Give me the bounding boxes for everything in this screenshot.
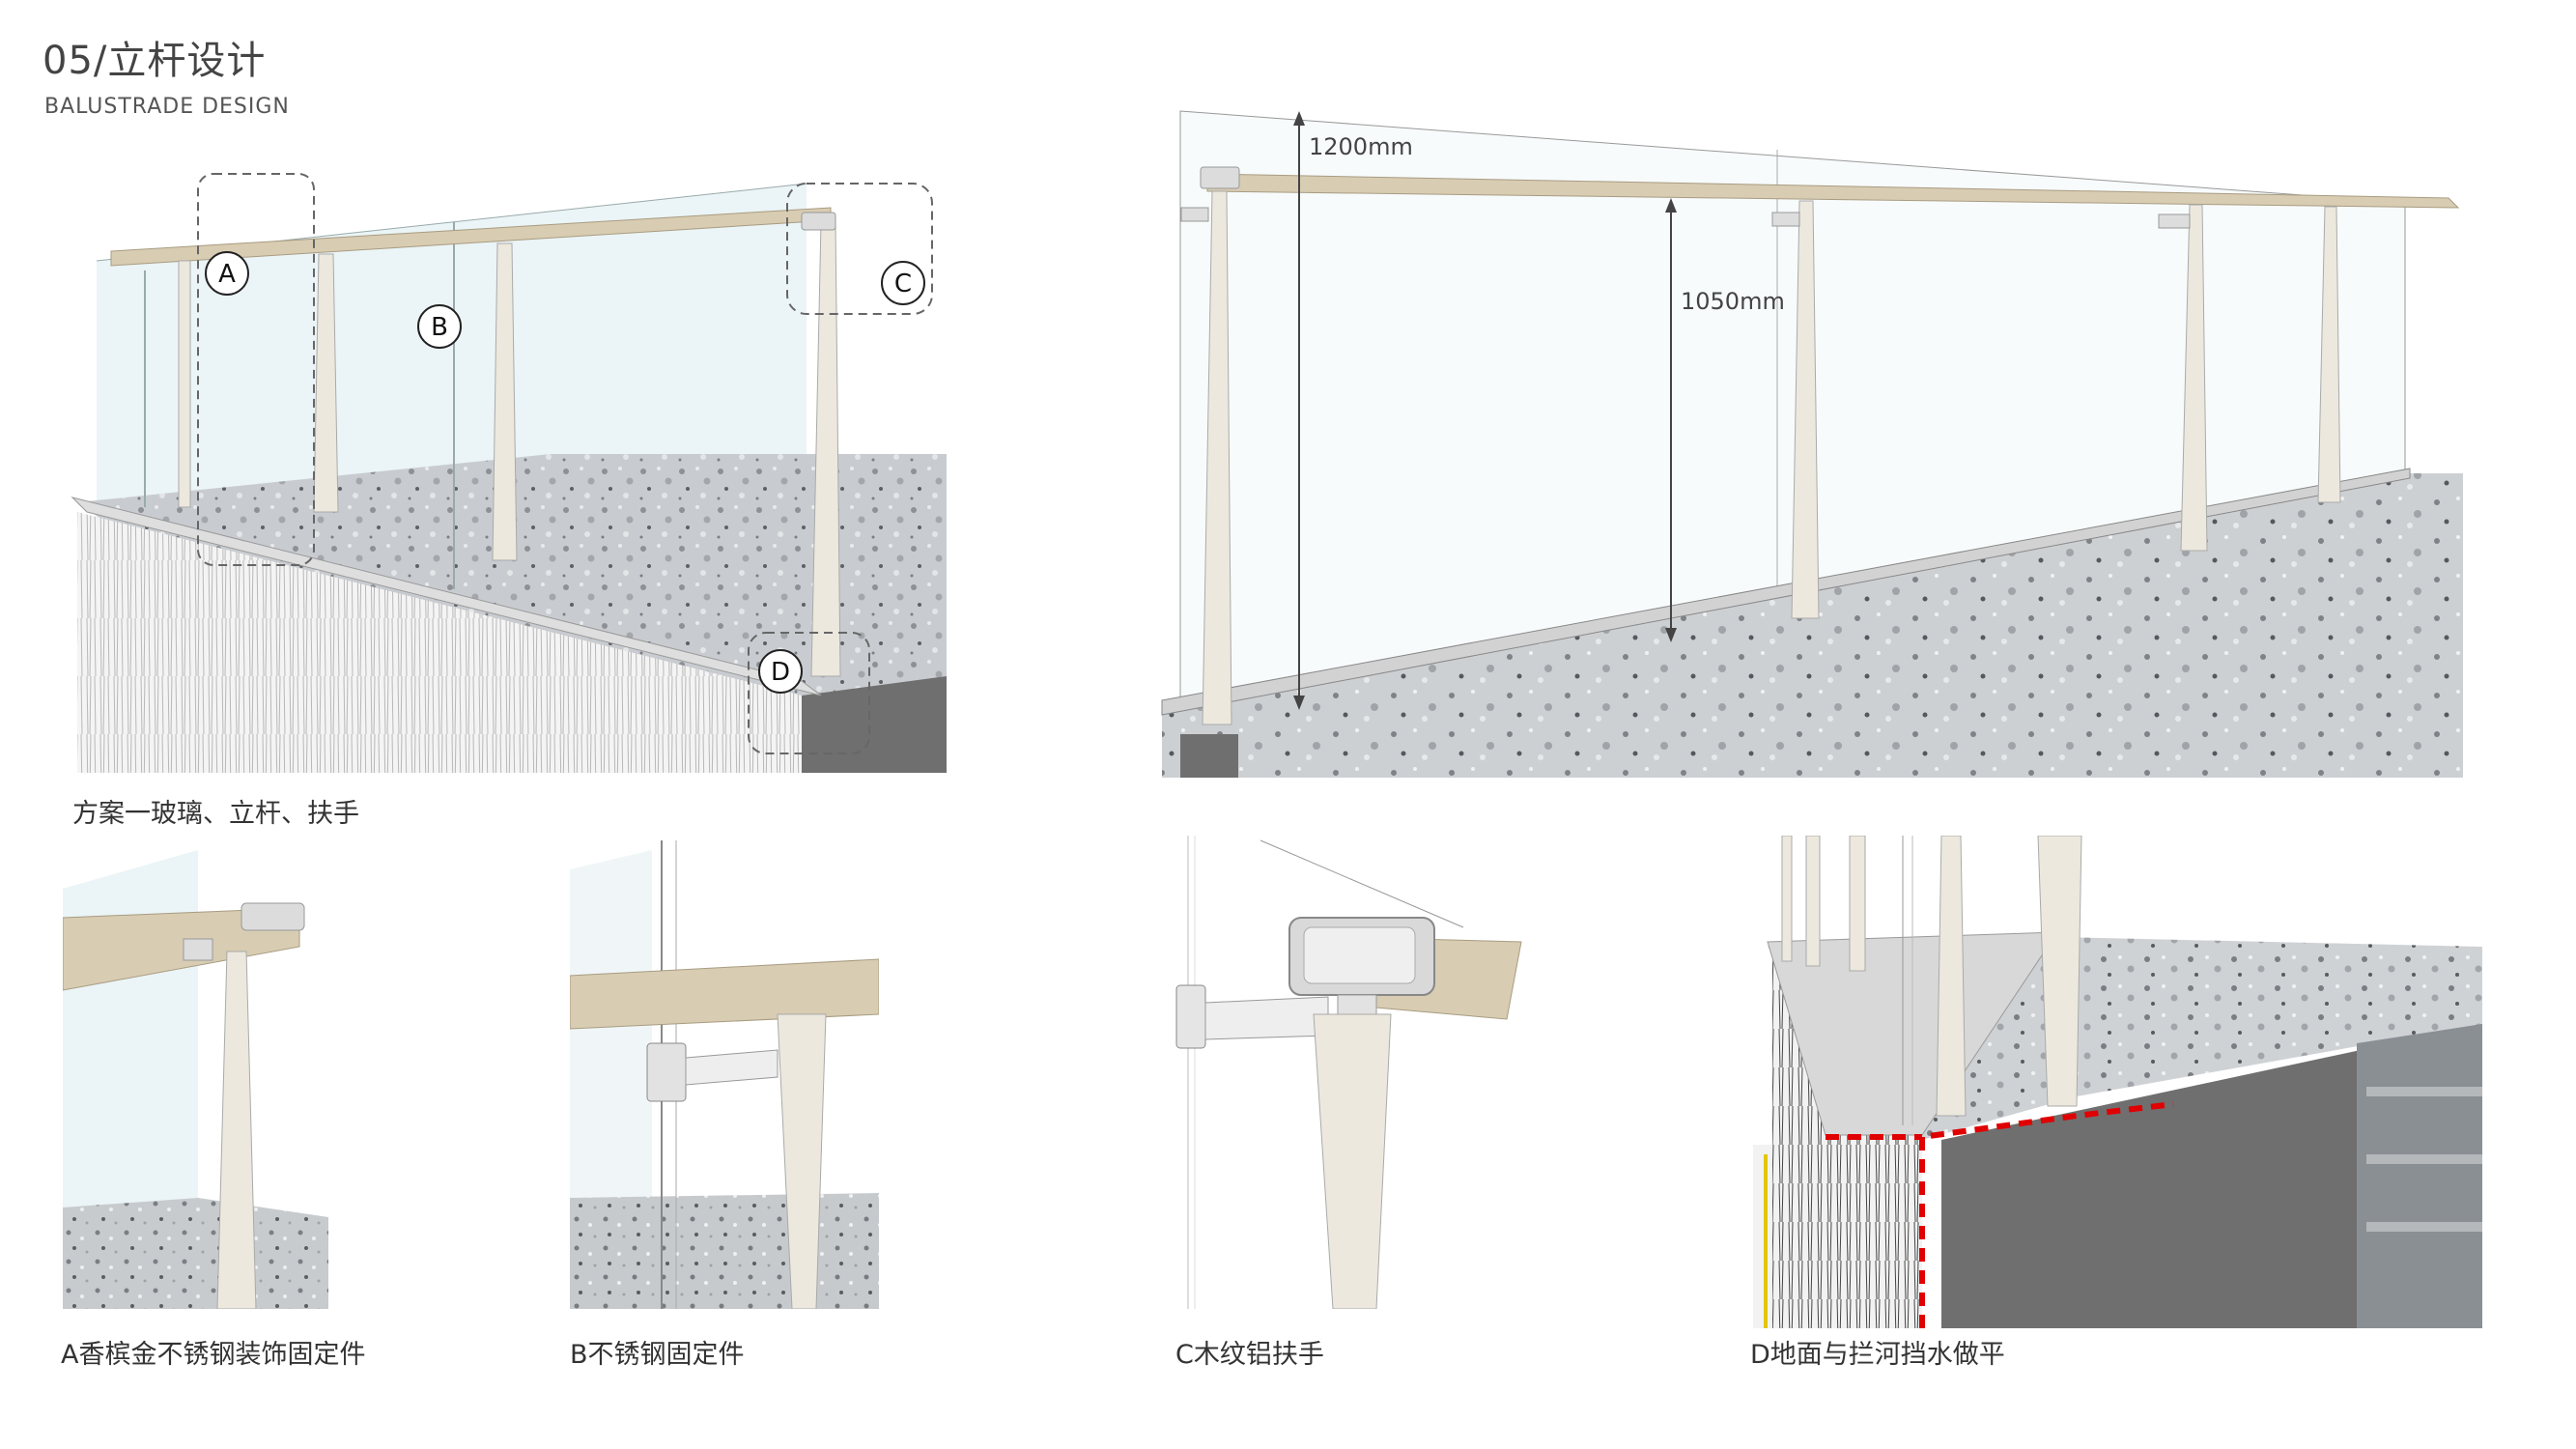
marker-a: A [205,251,249,296]
svg-text:A: A [218,260,236,289]
detail-a-render [63,850,328,1309]
detail-c-caption: C木纹铝扶手 [1175,1340,1324,1370]
svg-text:B: B [431,313,448,342]
detail-a-caption: A香槟金不锈钢装饰固定件 [61,1340,366,1370]
detail-b-render [570,840,879,1309]
detail-b-caption: B不锈钢固定件 [570,1340,745,1370]
page-subtitle: BALUSTRADE DESIGN [44,95,290,119]
svg-text:C: C [894,270,912,298]
detail-c-render [1175,836,1522,1309]
main-view-caption: 方案一玻璃、立杆、扶手 [72,799,359,829]
dim-total-label: 1200mm [1309,133,1413,160]
marker-d: D [758,649,803,694]
balustrade-perspective-render: A B C D [71,173,947,773]
marker-c: C [881,261,925,305]
balustrade-elevation-render: 1200mm 1050mm [1161,110,2463,778]
marker-b: B [417,304,462,349]
dim-handrail-label: 1050mm [1681,288,1785,315]
detail-d-render [1753,836,2482,1328]
detail-d-caption: D地面与拦河挡水做平 [1750,1340,2005,1370]
svg-text:D: D [771,658,790,687]
page-title: 05/立杆设计 [42,39,267,83]
